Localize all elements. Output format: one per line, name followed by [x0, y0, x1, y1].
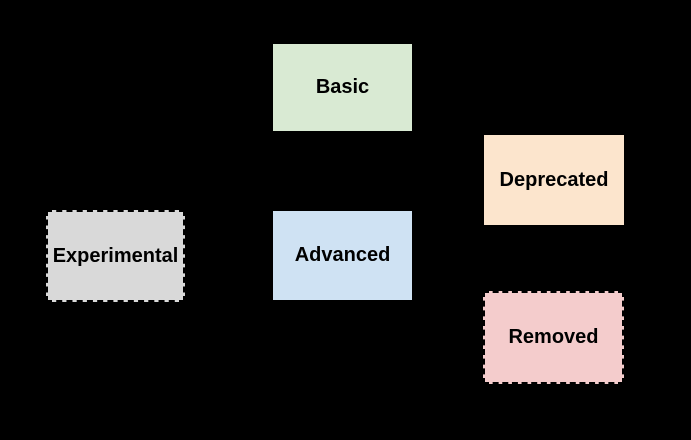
node-experimental-label: Experimental [52, 244, 179, 267]
node-deprecated-label: Deprecated [499, 168, 609, 191]
node-basic-label: Basic [315, 76, 370, 98]
node-removed: Removed [483, 291, 624, 384]
node-deprecated: Deprecated [484, 135, 624, 225]
node-advanced: Advanced [273, 211, 412, 300]
node-removed-label: Removed [508, 326, 599, 348]
node-advanced-label: Advanced [294, 244, 391, 266]
node-basic: Basic [273, 44, 412, 131]
node-experimental: Experimental [46, 210, 185, 302]
